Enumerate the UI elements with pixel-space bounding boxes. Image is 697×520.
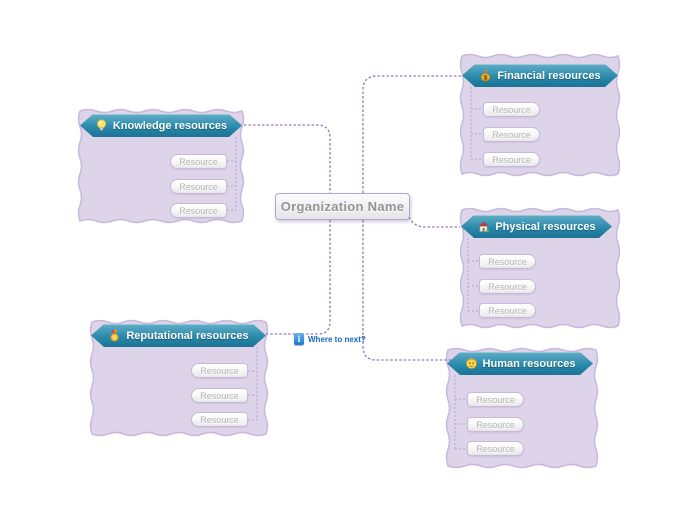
sub-lines-physical xyxy=(467,238,479,312)
house-icon xyxy=(477,220,490,233)
sub-lines-knowledge xyxy=(227,137,237,211)
resource-item[interactable]: Resource xyxy=(467,392,524,407)
resource-item-label: Resource xyxy=(200,390,239,401)
resource-item-label: Resource xyxy=(488,281,527,292)
branch-line-knowledge xyxy=(244,124,331,193)
sub-lines-reputational xyxy=(248,347,258,421)
resource-item-label: Resource xyxy=(492,154,531,165)
branch-line-human xyxy=(362,220,453,361)
node-financial-resources[interactable]: $ Financial resources xyxy=(462,64,618,87)
resource-item-label: Resource xyxy=(179,156,218,167)
resource-item[interactable]: Resource xyxy=(479,303,536,318)
node-label: Knowledge resources xyxy=(112,119,228,132)
resource-item[interactable]: Resource xyxy=(479,254,536,269)
where-to-next-hint[interactable]: i Where to next? xyxy=(294,333,366,345)
branch-line-physical xyxy=(408,216,460,228)
resource-item[interactable]: Resource xyxy=(467,441,524,456)
resource-item[interactable]: Resource xyxy=(170,154,227,169)
resource-item[interactable]: Resource xyxy=(483,127,540,142)
node-human-resources[interactable]: Human resources xyxy=(447,352,593,375)
resource-item-label: Resource xyxy=(476,443,515,454)
where-to-next-label: Where to next? xyxy=(308,335,366,344)
resource-item[interactable]: Resource xyxy=(191,363,248,378)
resource-item[interactable]: Resource xyxy=(479,279,536,294)
node-label: Physical resources xyxy=(495,220,596,233)
medal-icon xyxy=(108,329,121,342)
resource-item-label: Resource xyxy=(492,104,531,115)
branch-line-reputational xyxy=(266,220,331,335)
resource-item-label: Resource xyxy=(200,414,239,425)
resource-item[interactable]: Resource xyxy=(483,152,540,167)
resource-item-label: Resource xyxy=(488,256,527,267)
resource-item-label: Resource xyxy=(179,205,218,216)
svg-text:$: $ xyxy=(484,74,488,81)
resource-item-label: Resource xyxy=(200,365,239,376)
resource-item[interactable]: Resource xyxy=(170,179,227,194)
resource-item[interactable]: Resource xyxy=(191,388,248,403)
node-knowledge-resources[interactable]: Knowledge resources xyxy=(80,114,242,137)
resource-item[interactable]: Resource xyxy=(483,102,540,117)
node-label: Human resources xyxy=(482,357,576,370)
node-label: Financial resources xyxy=(497,69,601,82)
resource-item-label: Resource xyxy=(492,129,531,140)
node-reputational-resources[interactable]: Reputational resources xyxy=(91,324,266,347)
branch-line-financial xyxy=(362,75,461,193)
resource-item[interactable]: Resource xyxy=(170,203,227,218)
resource-item-label: Resource xyxy=(488,305,527,316)
sub-lines-financial xyxy=(470,87,483,160)
resource-item-label: Resource xyxy=(476,419,515,430)
node-label: Reputational resources xyxy=(126,329,249,342)
central-topic-label: Organization Name xyxy=(280,199,405,214)
central-topic-node[interactable]: Organization Name xyxy=(275,193,410,220)
resource-item-label: Resource xyxy=(476,394,515,405)
node-physical-resources[interactable]: Physical resources xyxy=(461,215,612,238)
money-bag-icon: $ xyxy=(479,69,492,82)
person-icon xyxy=(465,357,478,370)
resource-item[interactable]: Resource xyxy=(191,412,248,427)
info-icon: i xyxy=(294,333,304,345)
resource-item[interactable]: Resource xyxy=(467,417,524,432)
lightbulb-icon xyxy=(95,119,108,132)
resource-item-label: Resource xyxy=(179,181,218,192)
sub-lines-human xyxy=(454,375,467,450)
